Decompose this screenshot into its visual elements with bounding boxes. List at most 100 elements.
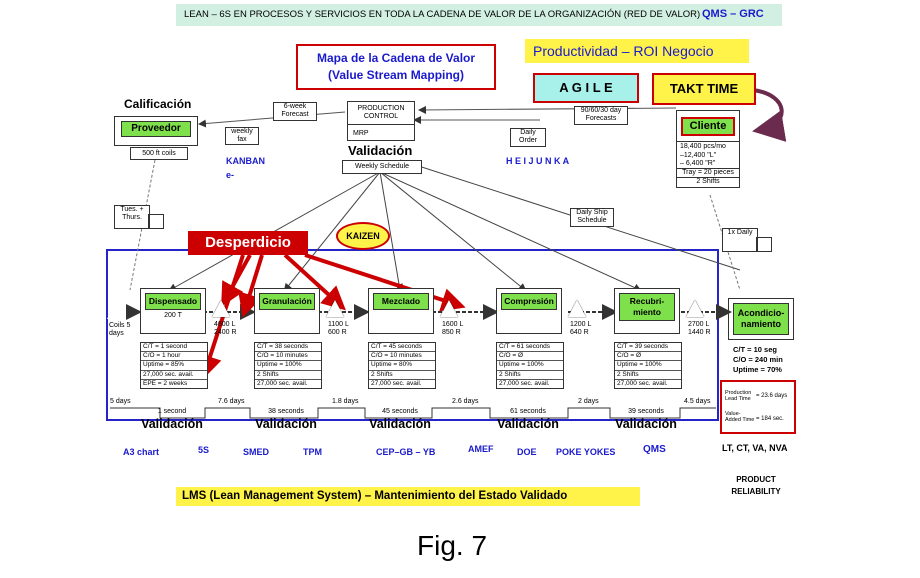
process-name: Granulación bbox=[259, 293, 315, 310]
inventory-value: 1440 R bbox=[688, 329, 711, 336]
inventory-value: 850 R bbox=[442, 329, 461, 336]
timeline-day-4: 2.6 days bbox=[452, 398, 479, 405]
process-sub: 200 T bbox=[164, 312, 182, 319]
process-data-row: Uptime = 100% bbox=[615, 361, 681, 371]
proveedor-factory: Proveedor bbox=[114, 116, 198, 146]
product-reliability-1: PRODUCT bbox=[736, 475, 776, 484]
calificacion-label: Calificación bbox=[124, 97, 192, 111]
production-control-box: PRODUCTION CONTROL MRP bbox=[347, 101, 415, 141]
acond-ct: C/T = 10 seg bbox=[733, 345, 777, 354]
coils-label: Coils 5 days bbox=[109, 322, 131, 337]
process-box-5: Recubri-miento bbox=[614, 288, 680, 334]
process-data-row: C/T = 45 seconds bbox=[369, 343, 435, 353]
timeline-day-2: 7.6 days bbox=[218, 398, 245, 405]
cliente-data-3: – 6,400 "R" bbox=[677, 160, 739, 169]
map-title-box: Mapa de la Cadena de Valor (Value Stream… bbox=[296, 44, 496, 90]
tool-smed: SMED bbox=[243, 447, 270, 457]
header-banner-tag: QMS – GRC bbox=[702, 8, 764, 20]
cliente-data-2: –12,400 "L" bbox=[680, 152, 717, 159]
customer-truck-cab bbox=[756, 237, 772, 252]
process-data-row: C/O = Ø bbox=[615, 352, 681, 362]
lead-label-1: Production Lead Time bbox=[725, 390, 752, 402]
process-name: Mezclado bbox=[373, 293, 429, 310]
takt-time-box: TAKT TIME bbox=[652, 73, 756, 105]
process-data-row: 27,000 sec. avail. bbox=[499, 379, 550, 387]
map-title-line1: Mapa de la Cadena de Valor bbox=[316, 51, 476, 65]
agile-box: A G I L E bbox=[533, 73, 639, 103]
tool-poke-yokes: POKE YOKES bbox=[556, 447, 616, 457]
acond-co: C/O = 240 min bbox=[733, 355, 783, 364]
supplier-truck-cab bbox=[148, 214, 164, 229]
customer-truck: 1x Daily bbox=[722, 228, 758, 252]
inventory-triangle-coils bbox=[107, 302, 125, 319]
inventory-triangle bbox=[568, 300, 586, 317]
process-data-row: 27,000 sec. avail. bbox=[257, 379, 308, 387]
tool-doe: DOE bbox=[517, 447, 537, 457]
process-data-row: 27,000 sec. avail. bbox=[141, 371, 207, 380]
lead-label-2: Value-Added Time bbox=[725, 411, 755, 423]
timeline-day-5: 2 days bbox=[578, 398, 599, 405]
process-name: Recubri-miento bbox=[619, 293, 675, 321]
process-box-3: Mezclado bbox=[368, 288, 434, 334]
process-data-row: C/T = 38 seconds bbox=[255, 343, 321, 353]
mrp-label: MRP bbox=[353, 130, 369, 137]
process-data-row: 2 Shifts bbox=[615, 371, 681, 380]
process-data-row: 2 Shifts bbox=[369, 371, 435, 380]
inventory-value: 640 R bbox=[570, 329, 589, 336]
process-data-row: 27,000 sec. avail. bbox=[371, 379, 422, 387]
process-data-row: EPE = 2 weeks bbox=[143, 379, 188, 387]
inventory-value: 600 R bbox=[328, 329, 347, 336]
tool-cep: CEP–GB – YB bbox=[376, 447, 436, 457]
process-box-2: Granulación bbox=[254, 288, 320, 334]
process-data-row: C/O = 10 minutes bbox=[369, 352, 435, 362]
value-added-time: 1 second bbox=[157, 408, 187, 415]
header-banner-text: LEAN – 6S EN PROCESOS Y SERVICIOS EN TOD… bbox=[184, 9, 701, 20]
process-data-row: C/O = 1 hour bbox=[141, 352, 207, 362]
process-data-row: C/O = Ø bbox=[497, 352, 563, 362]
proveedor-qty: 500 ft coils bbox=[130, 147, 188, 160]
figure-caption: Fig. 7 bbox=[417, 530, 488, 561]
product-reliability: PRODUCT RELIABILITY bbox=[724, 474, 788, 498]
production-control-label: PRODUCTION CONTROL bbox=[348, 102, 414, 125]
process-validacion: Validación bbox=[255, 417, 317, 431]
validacion-top-label: Validación bbox=[348, 143, 413, 158]
inventory-value: 1600 L bbox=[442, 321, 464, 328]
value-added-time: 45 seconds bbox=[382, 408, 418, 415]
process-name: Compresión bbox=[501, 293, 557, 310]
header-banner: LEAN – 6S EN PROCESOS Y SERVICIOS EN TOD… bbox=[176, 4, 782, 26]
kanban-e-label: e- bbox=[226, 170, 235, 180]
inventory-value: 2400 R bbox=[214, 329, 237, 336]
acond-uptime: Uptime = 70% bbox=[733, 365, 782, 374]
inventory-triangle bbox=[326, 300, 344, 317]
value-added-time: 38 seconds bbox=[268, 408, 304, 415]
kanban-label: KANBAN bbox=[226, 156, 265, 166]
tool-qms: QMS bbox=[643, 444, 666, 455]
cliente-data-4: Tray = 20 pieces bbox=[677, 169, 739, 178]
process-data-row: 27,000 sec. avail. bbox=[617, 379, 668, 387]
timeline-day-3: 1.8 days bbox=[332, 398, 359, 405]
inventory-triangle bbox=[440, 300, 458, 317]
process-data-row: C/T = 1 second bbox=[141, 343, 207, 353]
cliente-factory: Cliente bbox=[676, 110, 740, 142]
map-title-line2: (Value Stream Mapping) bbox=[327, 68, 465, 82]
timeline-day-1: 5 days bbox=[110, 398, 131, 405]
inventory-value: 2700 L bbox=[688, 321, 710, 328]
process-data-row: Uptime = 100% bbox=[255, 361, 321, 371]
proveedor-label: Proveedor bbox=[121, 121, 191, 137]
timeline-day-6: 4.5 days bbox=[684, 398, 711, 405]
lead-value-1: = 23.6 days bbox=[756, 393, 788, 399]
inventory-triangle bbox=[212, 300, 230, 317]
tues-thurs-label: Tues. + Thurs. bbox=[120, 206, 144, 221]
cliente-data-box: 18,400 pcs/mo –12,400 "L" – 6,400 "R" Tr… bbox=[676, 141, 740, 188]
forecast-6week-box: 6-week Forecast bbox=[273, 102, 317, 121]
process-data-row: C/O = 10 minutes bbox=[255, 352, 321, 362]
tool-amef: AMEF bbox=[468, 444, 494, 454]
cliente-data-1: 18,400 pcs/mo bbox=[680, 143, 726, 150]
